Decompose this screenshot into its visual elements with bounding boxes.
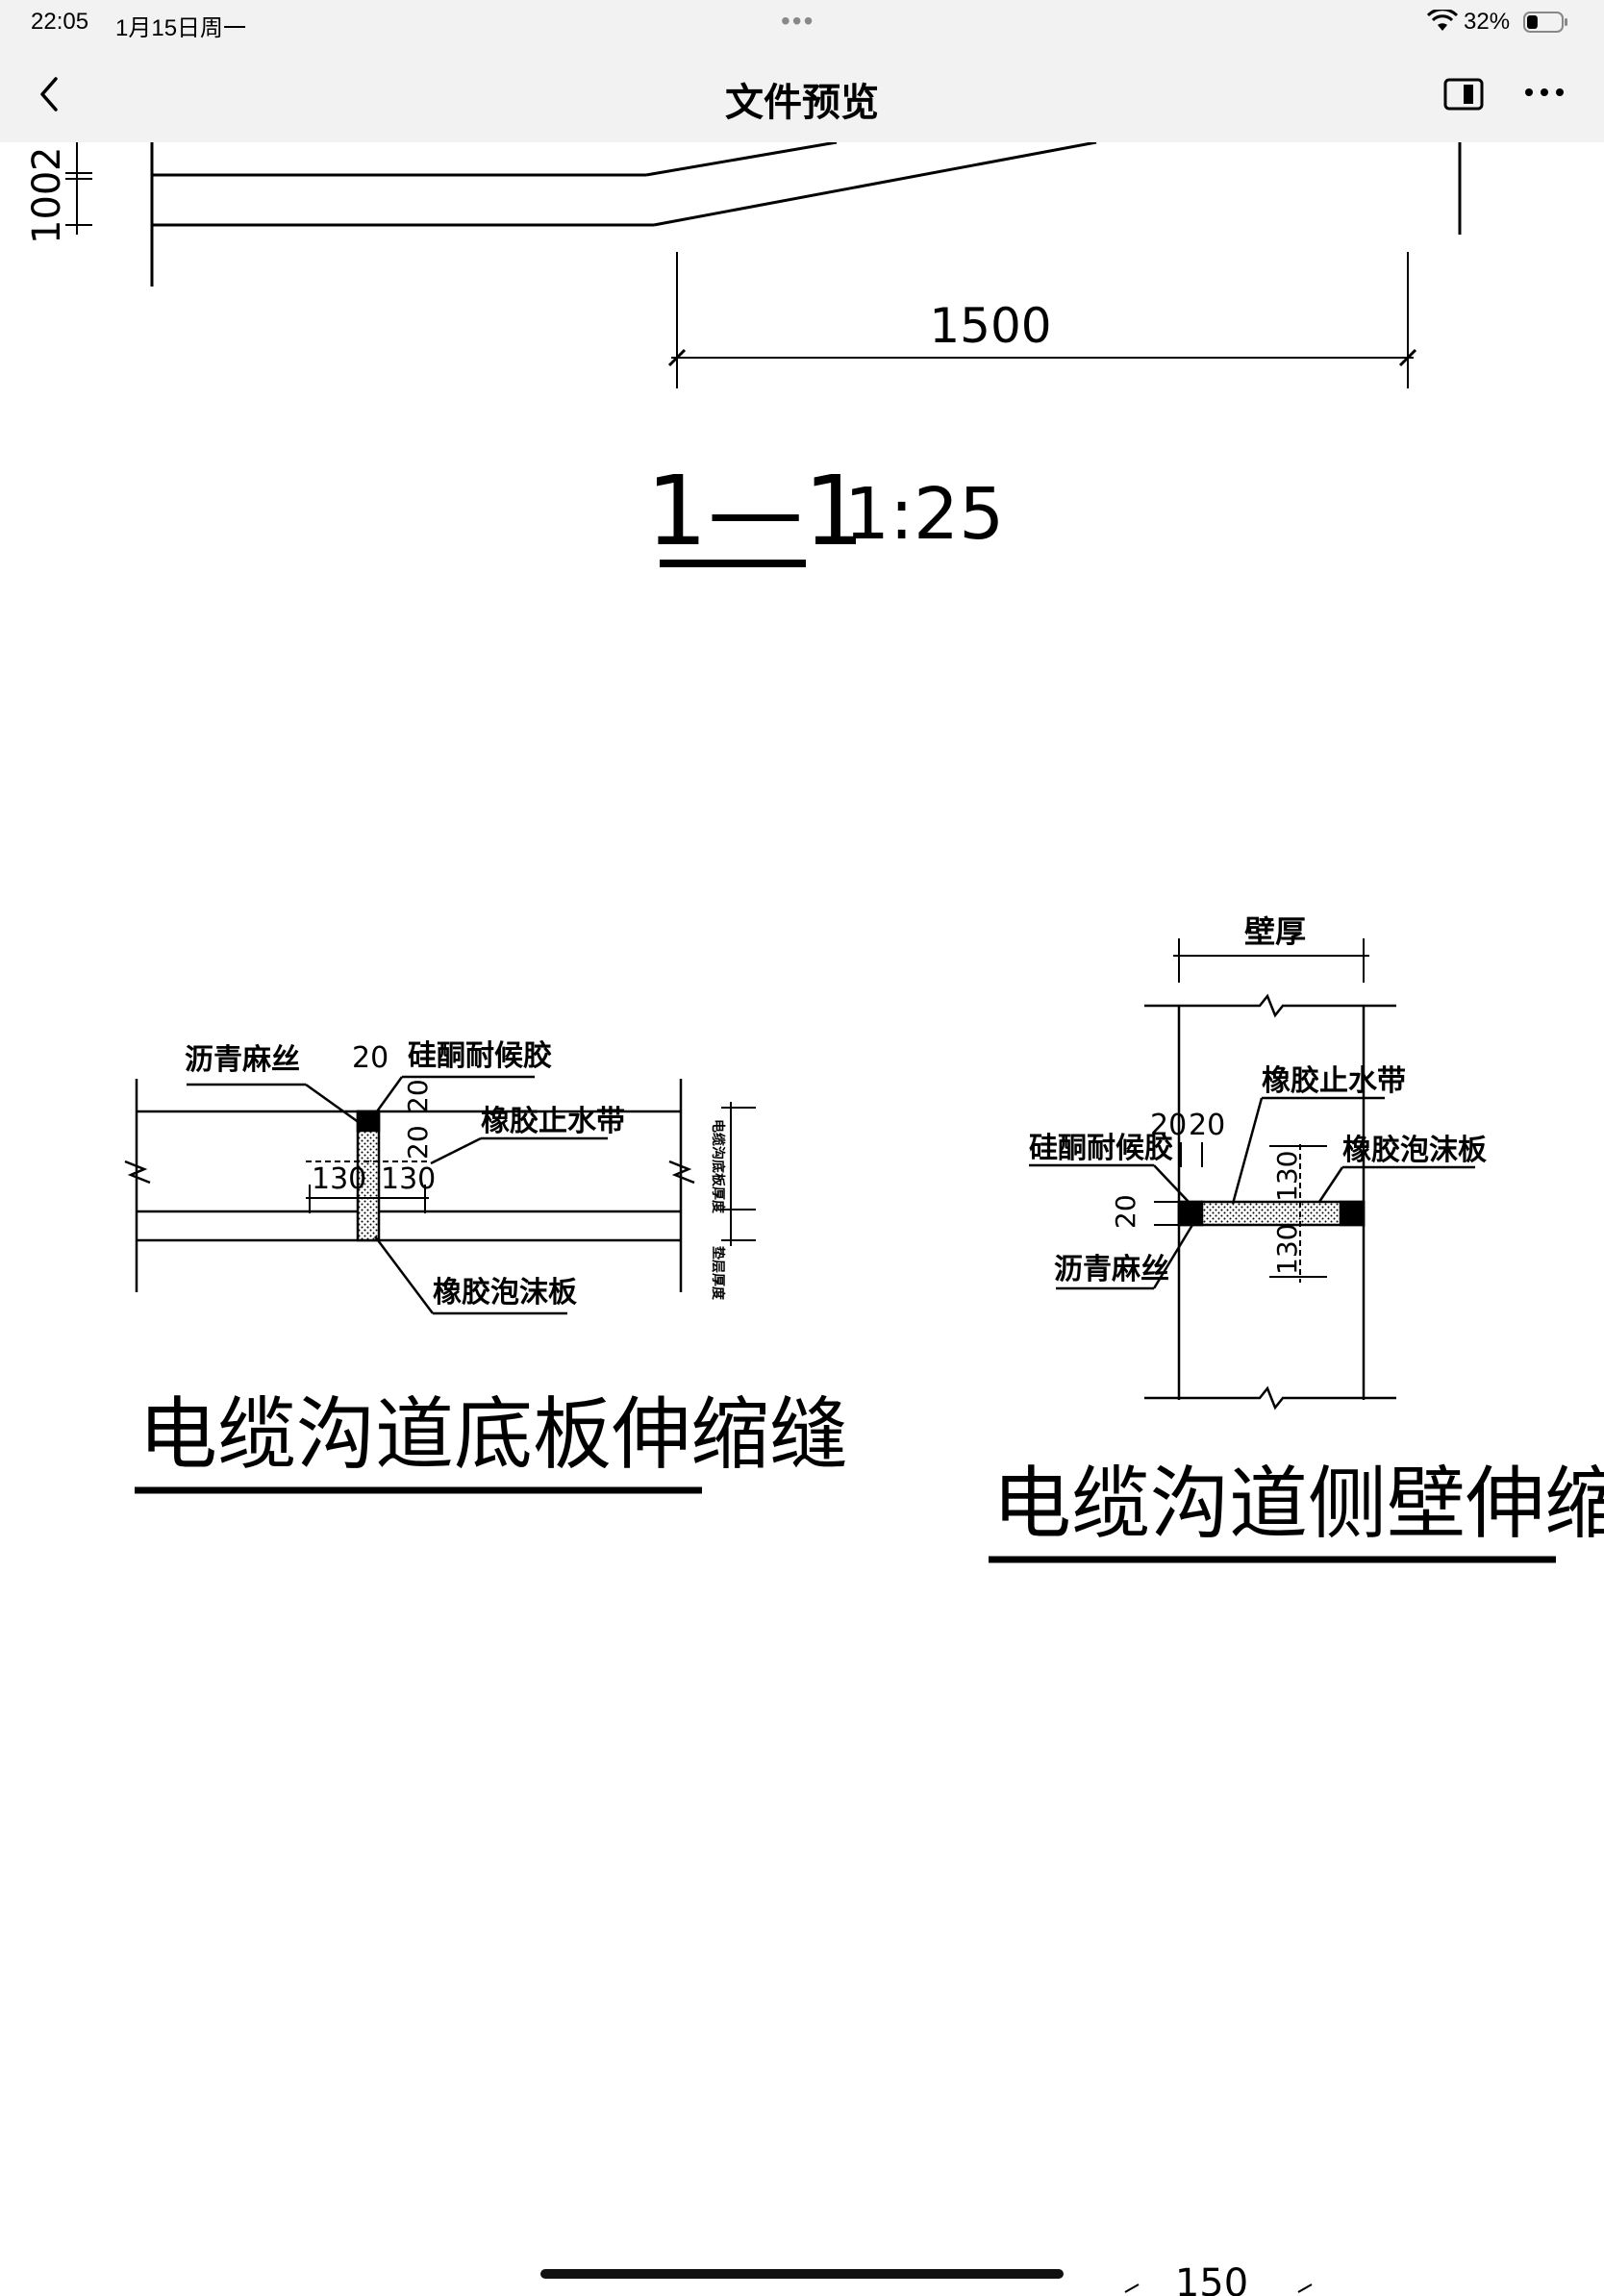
floor-label-vertical-a: 电缆沟底板厚度 [710,1119,726,1214]
battery-icon [1523,12,1567,33]
floor-label-asphalt: 沥青麻丝 [185,1043,300,1077]
floor-joint-drawing [124,1075,756,1494]
section-1-1-drawing [65,142,1462,567]
wall-dim-130-lower: 130 [1271,1224,1303,1275]
floor-dim-130-right: 130 [381,1162,436,1196]
page-title: 文件预览 [725,81,879,125]
wall-dim-130-upper: 130 [1271,1151,1303,1202]
dim-left-2: 2 [25,147,69,171]
status-date: 1月15日周一 [115,15,247,41]
floor-label-sealant: 硅酮耐候胶 [408,1039,552,1073]
floor-label-vertical-b: 垫层厚度 [710,1246,726,1301]
section-scale: 1:25 [844,473,1004,556]
floor-dim-20-lower: 20 [402,1125,434,1160]
wifi-icon [1427,10,1458,31]
wall-label-sealant: 硅酮耐候胶 [1029,1132,1173,1165]
wall-dim-20-a: 20 [1150,1109,1187,1142]
floor-label-foam: 橡胶泡沫板 [433,1276,577,1310]
wall-dim-20-c: 20 [1110,1194,1141,1229]
floor-dim-20-top: 20 [352,1041,388,1075]
home-indicator[interactable] [540,2269,1064,2279]
status-time: 22:05 [31,9,89,35]
back-chevron-icon[interactable] [29,73,71,115]
wall-dim-20-b: 20 [1189,1109,1225,1142]
wall-label-waterstop: 橡胶止水带 [1262,1064,1406,1098]
dim-150: 150 [1175,2261,1248,2296]
split-view-icon[interactable] [1442,75,1485,113]
bottom-partial-dimension [1124,2284,1313,2293]
dim-left-100: 100 [25,171,69,244]
floor-dim-20-side: 20 [402,1079,434,1113]
navigation-bar: 文件预览 [0,46,1604,142]
battery-percent: 32% [1464,9,1511,35]
wall-label-asphalt: 沥青麻丝 [1054,1253,1169,1286]
section-label: 1—1 [646,455,865,567]
more-ellipsis-icon[interactable] [1521,81,1567,104]
dim-1500: 1500 [929,298,1051,354]
multitasking-dots[interactable]: ••• [781,6,815,36]
wall-joint-title: 电缆沟道侧壁伸缩缝 [992,1459,1604,1550]
wall-label-foam: 橡胶泡沫板 [1342,1134,1487,1167]
status-bar: 22:05 1月15日周一 ••• 32% [0,0,1604,46]
floor-dim-130-left: 130 [312,1162,366,1196]
floor-label-waterstop: 橡胶止水带 [481,1105,625,1138]
wall-label-thickness: 壁厚 [1244,913,1306,950]
floor-joint-title: 电缆沟道底板伸缩缝 [138,1389,848,1481]
wall-joint-drawing [989,938,1556,1563]
cad-drawing-canvas[interactable]: 100 2 1500 1—1 1:25 [0,142,1604,2296]
